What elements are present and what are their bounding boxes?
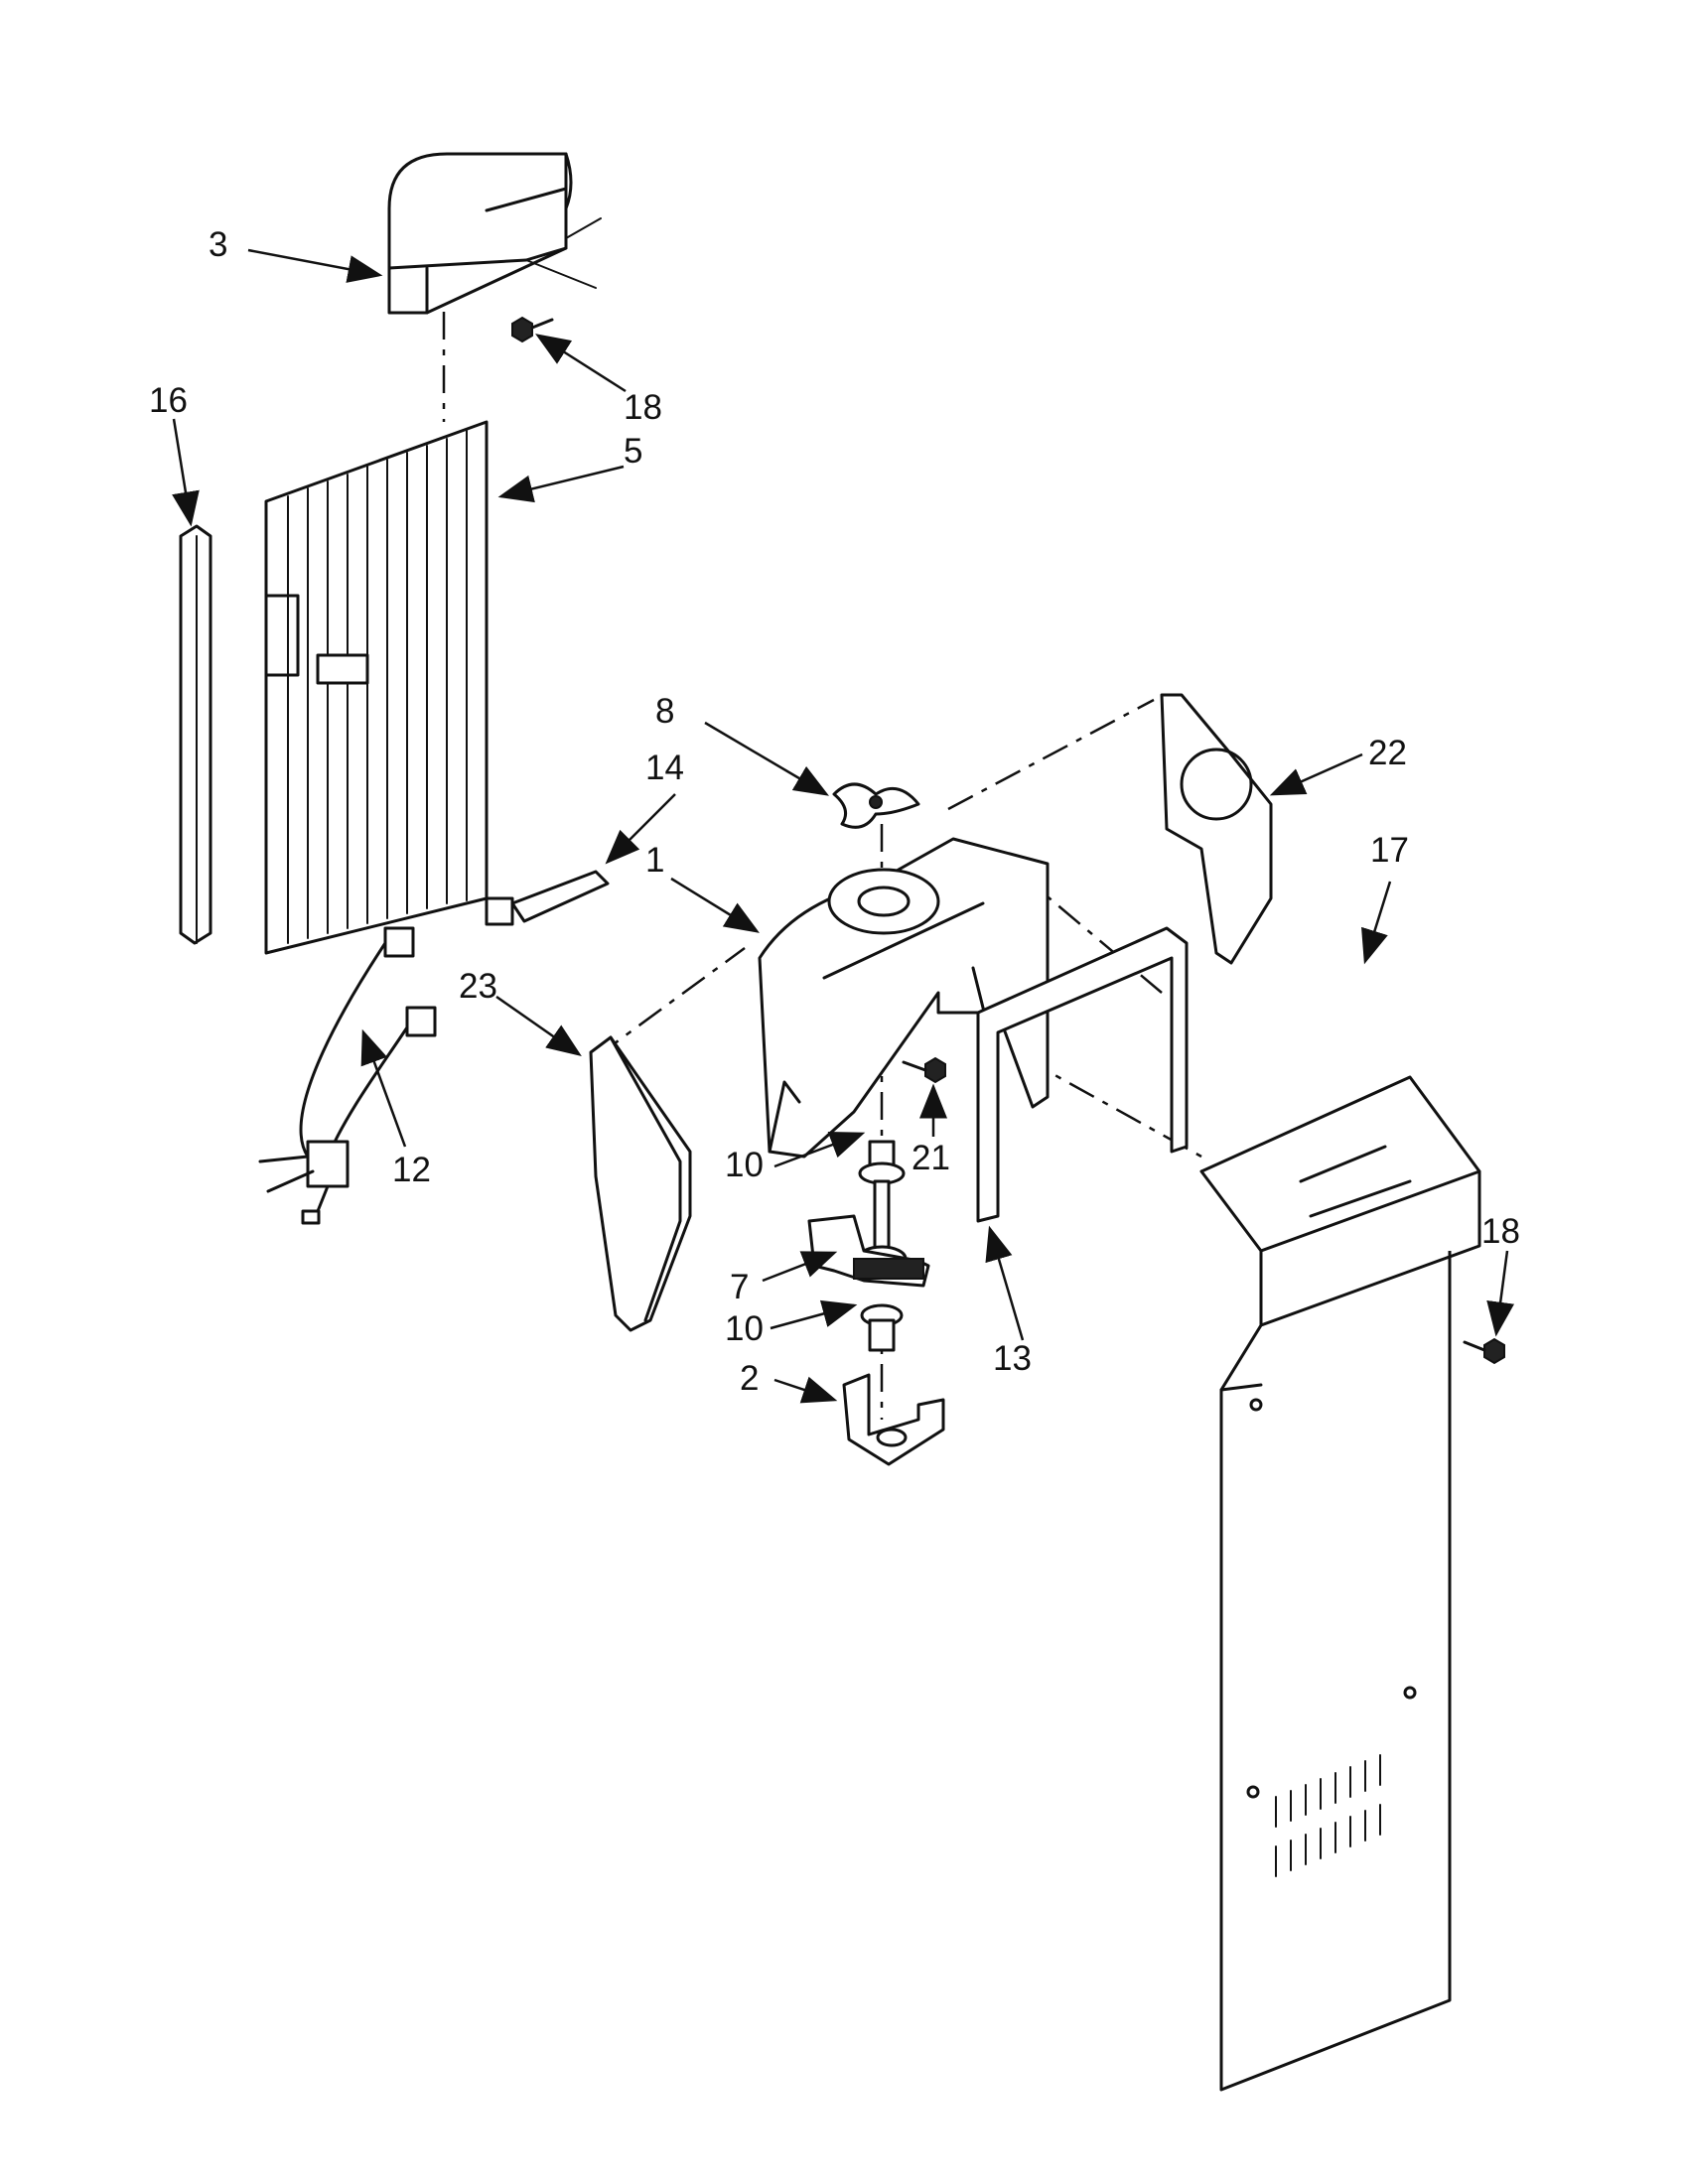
part-2-bracket [842, 1373, 945, 1466]
callout-16: 16 [149, 381, 188, 420]
part-22-rear-duct [1160, 693, 1273, 965]
callout-2: 2 [740, 1359, 759, 1398]
part-23-side-duct [589, 1035, 692, 1332]
part-21-screw [902, 1056, 946, 1084]
leader-arrows [172, 248, 1515, 1404]
callout-18-top: 18 [624, 388, 662, 427]
part-18-screw-right [1463, 1337, 1505, 1365]
part-17-back-panel [1199, 1075, 1481, 2092]
part-7-motor [807, 1179, 930, 1288]
callout-8: 8 [655, 692, 674, 731]
callout-10-top: 10 [725, 1146, 764, 1184]
callout-18-right: 18 [1481, 1212, 1520, 1251]
callout-21: 21 [912, 1139, 950, 1177]
part-14-sensor [485, 870, 610, 926]
part-10-bearing-bottom [860, 1303, 904, 1352]
part-5-grille [264, 420, 489, 955]
callout-12: 12 [392, 1151, 431, 1189]
part-10-bearing-top [858, 1140, 906, 1185]
callout-17: 17 [1370, 831, 1409, 870]
callout-7: 7 [730, 1268, 749, 1306]
callout-labels: 3 18 16 5 8 14 1 22 17 23 10 21 12 7 10 … [149, 225, 1520, 1398]
part-1-fan-housing [758, 837, 1050, 1159]
callout-14: 14 [645, 749, 684, 787]
callout-13: 13 [993, 1339, 1032, 1378]
callout-22: 22 [1368, 734, 1407, 772]
part-13-channel [976, 926, 1189, 1223]
callout-3: 3 [209, 225, 227, 264]
callout-5: 5 [624, 432, 642, 471]
callout-1: 1 [645, 841, 664, 880]
part-8-fan-blade [832, 782, 920, 829]
part-3-top-cover [387, 152, 602, 315]
callout-23: 23 [459, 967, 497, 1006]
part-18-screw-top [511, 316, 554, 343]
part-12-harness [258, 926, 437, 1225]
callout-10-bottom: 10 [725, 1309, 764, 1348]
part-16-strip [179, 524, 212, 945]
